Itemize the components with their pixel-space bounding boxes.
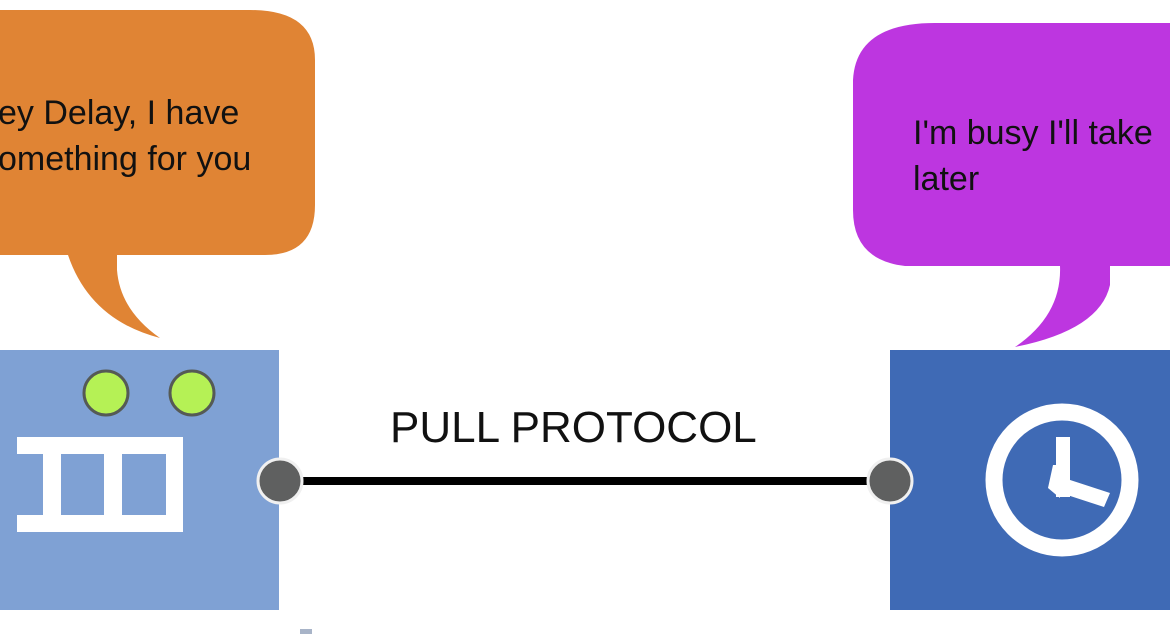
clock-icon <box>985 403 1139 557</box>
left-speech-line-1: ey Delay, I have <box>0 94 240 132</box>
left-port[interactable] <box>256 457 304 505</box>
right-speech-line-1: I'm busy I'll take <box>913 114 1153 152</box>
right-speech-bubble <box>853 23 1170 347</box>
producer-node[interactable] <box>0 350 279 610</box>
right-port[interactable] <box>866 457 914 505</box>
queue-icon <box>17 437 183 532</box>
left-speech-line-2: omething for you <box>0 140 252 178</box>
left-speech-bubble <box>0 10 315 338</box>
right-speech-line-2: later <box>913 160 980 198</box>
status-indicator-2 <box>168 369 216 417</box>
status-indicator-1 <box>82 369 130 417</box>
protocol-label: PULL PROTOCOL <box>390 403 757 452</box>
small-marker <box>300 629 312 634</box>
